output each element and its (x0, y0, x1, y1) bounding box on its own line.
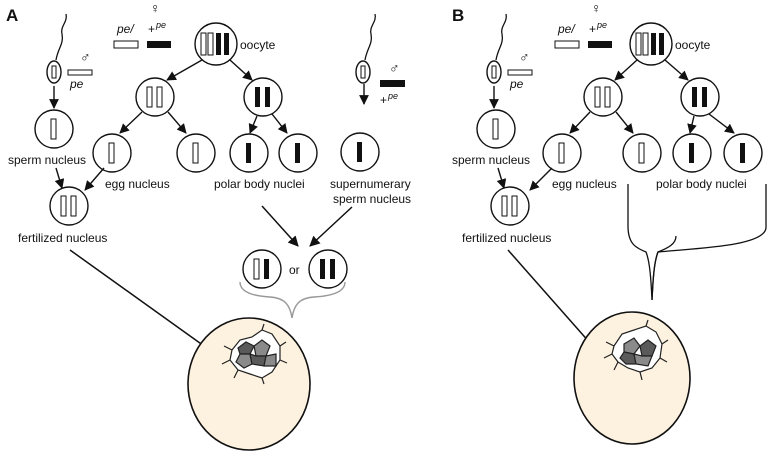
panel-b: B ♂ pe ♀ pe/ + pe oocyte (452, 0, 767, 445)
male-symbol-right: ♂ (389, 60, 400, 76)
bracket-b-left (627, 184, 677, 301)
female-genotype-pe-b: pe/ (557, 22, 576, 36)
oocyte-label: oocyte (240, 38, 276, 52)
female-chromosome-dark (147, 41, 171, 48)
polar-body-nuclei-label-b: polar body nuclei (656, 177, 747, 191)
bracket-b-right (651, 184, 767, 301)
embryo-patch-a (221, 323, 288, 385)
male-genotype-pe-sup: pe (387, 91, 398, 101)
fused-nucleus-dark (308, 249, 348, 289)
fused-nucleus-mixed (242, 249, 282, 289)
female-symbol-b: ♀ (591, 0, 602, 16)
meiosis-i-dark (243, 77, 283, 117)
male-chromosome-dark (380, 80, 405, 87)
arrow-to-embryo-a (69, 249, 219, 357)
male-genotype-pe: pe (69, 77, 84, 91)
bracket-a (239, 281, 346, 319)
female-genotype-plus: + (148, 22, 155, 36)
sperm-nucleus-label-b: sperm nucleus (452, 153, 530, 167)
male-symbol: ♂ (80, 49, 91, 65)
supernumerary-label-1: supernumerary (330, 177, 411, 191)
meiosis-i-light (135, 77, 175, 117)
male-genotype-plus: + (380, 93, 387, 107)
polar-body-nuclei-label: polar body nuclei (214, 177, 305, 191)
arrow-to-embryo-b (507, 249, 599, 353)
oocyte-label-b: oocyte (675, 38, 711, 52)
fertilized-nucleus-label: fertilized nucleus (18, 231, 107, 245)
female-genotype-pe: pe/ (116, 22, 135, 36)
female-genotype-pe-sup: pe (155, 20, 166, 30)
sperm-icon-b (486, 13, 508, 84)
fertilized-nucleus-circle-b (490, 186, 530, 226)
male-symbol-b: ♂ (519, 49, 530, 65)
panel-b-letter: B (452, 6, 464, 25)
male-genotype-pe-b: pe (509, 77, 524, 91)
fertilized-nucleus-circle (49, 186, 89, 226)
supernumerary-sperm-icon (355, 13, 377, 84)
fertilized-nucleus-label-b: fertilized nucleus (462, 231, 551, 245)
panel-a: A ♂ pe ♀ pe/ + pe oocyte (6, 0, 411, 451)
panel-a-letter: A (6, 6, 18, 25)
embryo-patch-b (603, 319, 669, 381)
sperm-icon (46, 13, 68, 84)
or-label: or (289, 263, 300, 277)
supernumerary-label-2: sperm nucleus (333, 192, 411, 206)
female-genotype-pe-sup-b: pe (596, 20, 607, 30)
female-chromosome-light (113, 40, 139, 49)
egg-nucleus-label: egg nucleus (105, 177, 170, 191)
egg-nucleus-label-b: egg nucleus (552, 177, 617, 191)
male-chromosome-pe (67, 69, 93, 76)
female-symbol: ♀ (150, 0, 161, 16)
female-genotype-plus-b: + (589, 22, 596, 36)
sperm-nucleus-label: sperm nucleus (8, 153, 86, 167)
